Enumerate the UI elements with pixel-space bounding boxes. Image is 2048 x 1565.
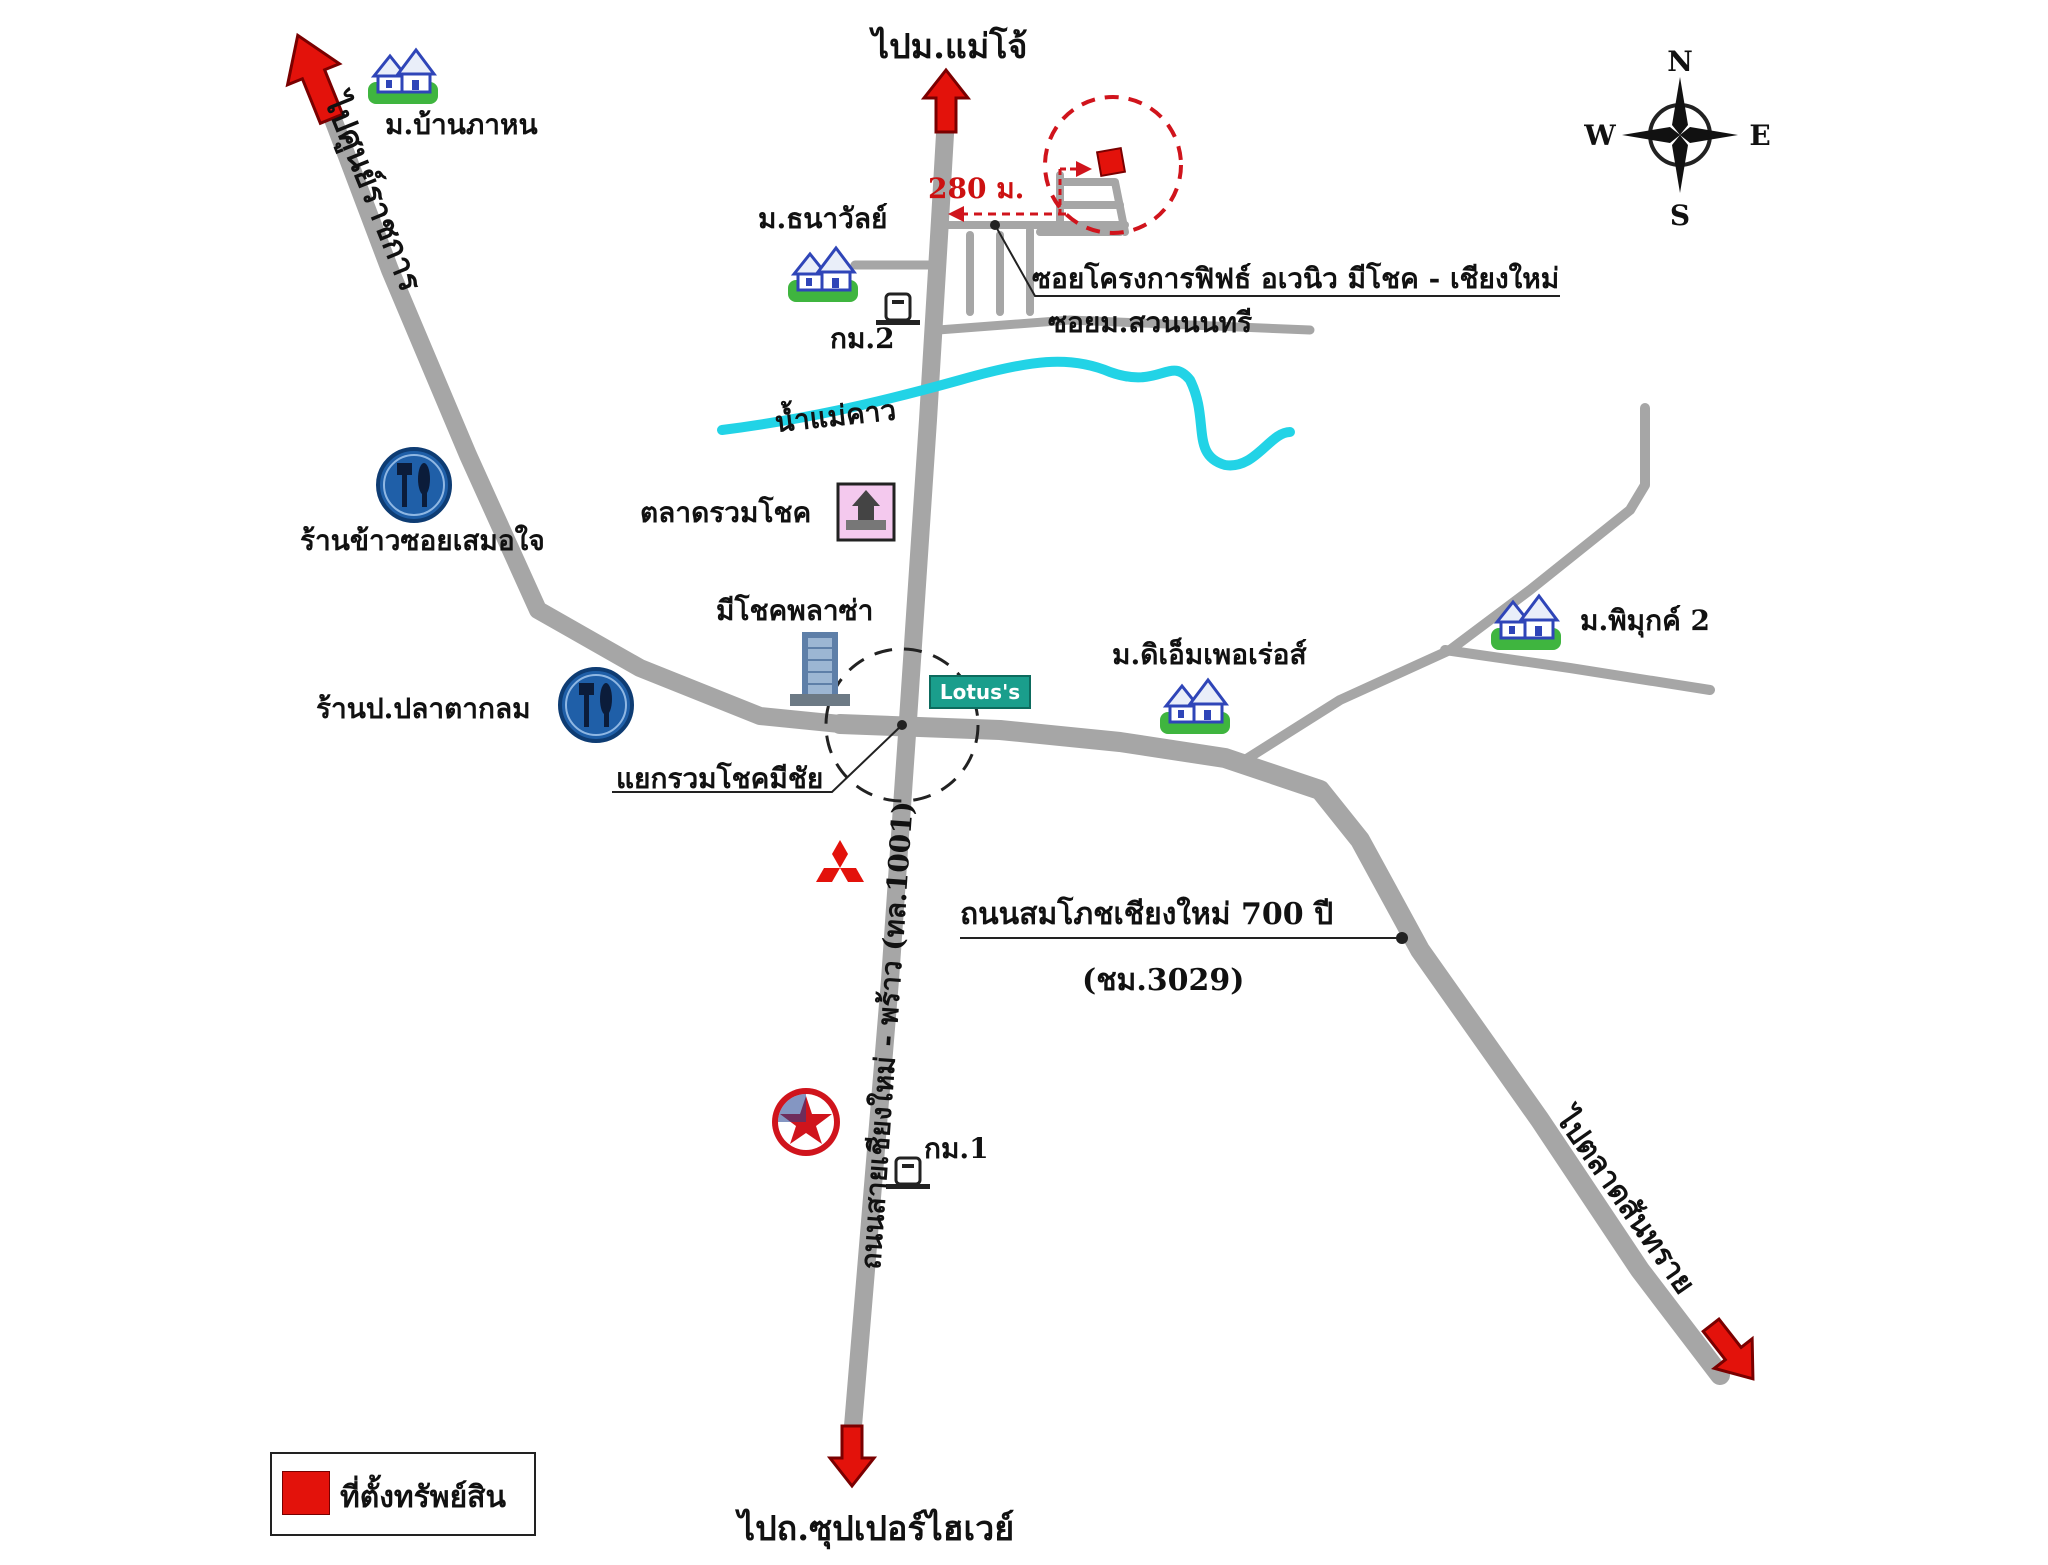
distance-label: 280 ม. [928, 172, 1024, 205]
building-icon [790, 632, 850, 706]
label-ring-road-name: ถนนสมโภชเชียงใหม่ 700 ปี [960, 895, 1333, 932]
compass-n: N [1667, 45, 1693, 78]
label-ban-phanon: ม.บ้านภาหน [385, 108, 538, 141]
label-mae-kao-river: น้ำแม่คาว [773, 388, 898, 438]
road-ne-branch [1240, 403, 1650, 765]
label-ring-road-code: (ชม.3029) [1082, 963, 1244, 998]
roads [319, 97, 1730, 1447]
road-main-south [843, 711, 917, 1447]
label-to-talad-sansai: ไปตลาดสันทราย [1547, 1099, 1703, 1300]
soi-project-leader [994, 224, 1560, 297]
house-icon [1489, 594, 1563, 652]
label-thanawan: ม.ธนาวัลย์ [758, 202, 887, 235]
arrow-to-talad-sansai [1701, 1316, 1755, 1381]
road-to-sunyaratchakan [319, 97, 849, 733]
arrow-to-sunyaratchakan [285, 32, 345, 126]
junction-leader [612, 724, 903, 793]
house-icon [1158, 678, 1232, 736]
road-main-north [899, 125, 954, 729]
distance-arrow-right [1076, 161, 1092, 177]
restaurant-icon [558, 667, 634, 743]
lotus-sign-text: Lotus's [940, 680, 1020, 704]
market-icon [836, 482, 896, 542]
road-ring-east [830, 714, 1730, 1385]
road-phimuk [1440, 645, 1715, 695]
compass-e: E [1749, 119, 1770, 152]
km-post-icon [874, 292, 922, 327]
restaurant-icon [376, 447, 452, 523]
ring-road-dot [1396, 932, 1408, 944]
map-legend: ที่ตั้งทรัพย์สิน [270, 1452, 536, 1536]
label-phimuk-village: ม.พิมุกค์ 2 [1580, 604, 1710, 638]
junction-circle [824, 647, 980, 803]
mae-kao-river [717, 356, 1295, 471]
lotus-store: Lotus's [929, 675, 1031, 709]
arrow-to-superhighway [826, 1424, 878, 1489]
label-soi-suan: ซอยม.สวนนนทรี [1048, 306, 1252, 339]
label-soi-project: ซอยโครงการฟิฟธ์ อเวนิว มีโชค - เชียงใหม่ [1032, 261, 1559, 295]
compass-w: W [1583, 119, 1616, 152]
label-pla-restaurant: ร้านป.ปลาตากลม [316, 692, 531, 725]
label-talad-ruamchok: ตลาดรวมโชค [640, 495, 811, 529]
label-km2: กม.2 [830, 322, 895, 355]
house-icon [366, 48, 440, 106]
compass-s: S [1670, 199, 1690, 232]
label-to-superhighway: ไปถ.ซุปเปอร์ไฮเวย์ [735, 1508, 1014, 1550]
legend-property-label: ที่ตั้งทรัพย์สิน [340, 1480, 506, 1515]
arrow-to-mae-jo [920, 67, 972, 134]
distance-arrow-left [948, 206, 964, 222]
label-km1: กม.1 [924, 1132, 989, 1165]
property-circle [1043, 95, 1183, 235]
label-main-road: ถนนสายเชียงใหม่ - พร้าว (ทล.1001) [854, 800, 920, 1270]
property-marker[interactable] [1095, 146, 1127, 178]
label-to-mae-jo: ไปม.แม่โจ้ [869, 26, 1027, 67]
soi-project-dot [990, 220, 1000, 230]
label-meechok-plaza: มีโชคพลาซ่า [716, 593, 873, 627]
gas-station-logo [772, 1088, 840, 1156]
label-dm-village: ม.ดิเอ็มเพอเร่อส์ [1112, 637, 1308, 671]
label-junction: แยกรวมโชคมีชัย [616, 761, 823, 795]
label-khao-soi-restaurant: ร้านข้าวซอยเสมอใจ [300, 524, 545, 557]
road-soi-5 [1056, 178, 1129, 236]
house-icon [786, 246, 860, 304]
legend-property-swatch [282, 1471, 330, 1515]
compass-icon: N S E W [1583, 45, 1770, 232]
road-soi-suan [933, 315, 1315, 335]
mitsubishi-logo [816, 840, 864, 882]
